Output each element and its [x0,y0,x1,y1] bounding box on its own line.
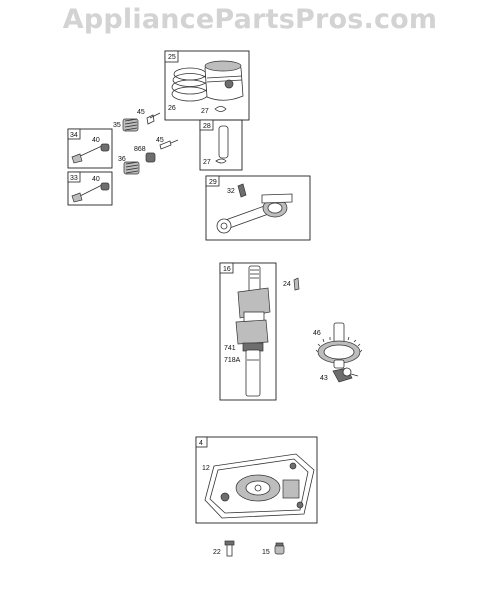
piston-pin [218,125,229,159]
piston-label-27: 27 [201,108,209,115]
sump-box [195,436,318,524]
piston-ref-tag [164,50,179,63]
label-45-upper: 45 [137,109,145,116]
oil-plug[interactable]: 15 [262,542,285,556]
piston-body [204,60,244,101]
retainer-lower [159,140,172,150]
piston-label-26: 26 [168,105,176,112]
piston-pin-group[interactable]: 28 27 [199,119,243,171]
sump-bolt[interactable]: 22 [213,540,235,557]
label-15: 15 [262,549,270,556]
label-45-lower: 45 [156,137,164,144]
pin-ref-tag [199,119,214,131]
pin-box [199,119,243,171]
valve-34-ref-tag [67,128,81,140]
watermark: AppliancePartsPros.com [62,4,438,35]
valve-33-head [71,192,83,203]
pin-clip [215,158,227,164]
valve-33-ref-tag [67,171,81,183]
pin-ref: 28 [203,123,211,130]
valve-34-head [71,153,83,164]
crank-box [219,262,277,401]
piston-clip [214,106,227,112]
valve-33-box [67,171,113,206]
label-22: 22 [213,549,221,556]
piston-ref: 25 [168,54,176,61]
piston-rings [171,67,209,102]
valve-34-label-40: 40 [92,137,100,144]
label-43: 43 [320,375,328,382]
connecting-rod [216,193,293,234]
valve-group-34[interactable]: 34 40 [67,128,113,169]
sump-label-12: 12 [202,465,210,472]
label-36: 36 [118,156,126,163]
sump-group[interactable]: 4 12 [195,436,318,524]
engine-sump [204,453,315,519]
rod-ref: 29 [209,179,217,186]
valve-34-box [67,128,113,169]
rod-label-32: 32 [227,188,235,195]
crank-key[interactable]: 24 [283,277,300,291]
valve-33-ref: 33 [70,175,78,182]
valve-seal [145,152,156,163]
governor-assembly[interactable]: 43 [320,367,359,383]
valve-group-33[interactable]: 33 40 [67,171,113,206]
label-46: 46 [313,330,321,337]
rod-bolt [237,183,247,198]
valve-33-seat [100,182,110,191]
crank-label-718a: 718A [224,357,241,364]
rod-box [205,175,311,241]
sump-ref-tag [195,436,208,448]
connecting-rod-group[interactable]: 29 32 [205,175,311,241]
camshaft-gear[interactable]: 46 [313,322,363,369]
valve-34-ref: 34 [70,132,78,139]
pin-label-27: 27 [203,159,211,166]
valve-spring-lower [123,161,140,175]
valve-loose-parts[interactable]: 45 35 868 45 36 [113,109,179,175]
rod-ref-tag [205,175,220,187]
crank-ref: 16 [223,266,231,273]
valve-spring-upper [122,118,139,132]
crankshaft-group[interactable]: 16 741 718A [219,262,277,401]
crank-ref-tag [219,262,234,274]
sump-ref: 4 [199,440,203,447]
label-868: 868 [134,146,146,153]
crank-label-741: 741 [224,345,236,352]
label-35: 35 [113,122,121,129]
label-24: 24 [283,281,291,288]
valve-33-label-40: 40 [92,176,100,183]
crankshaft [235,265,271,397]
piston-group[interactable]: 25 26 27 [164,50,250,121]
valve-34-seat [100,143,110,152]
